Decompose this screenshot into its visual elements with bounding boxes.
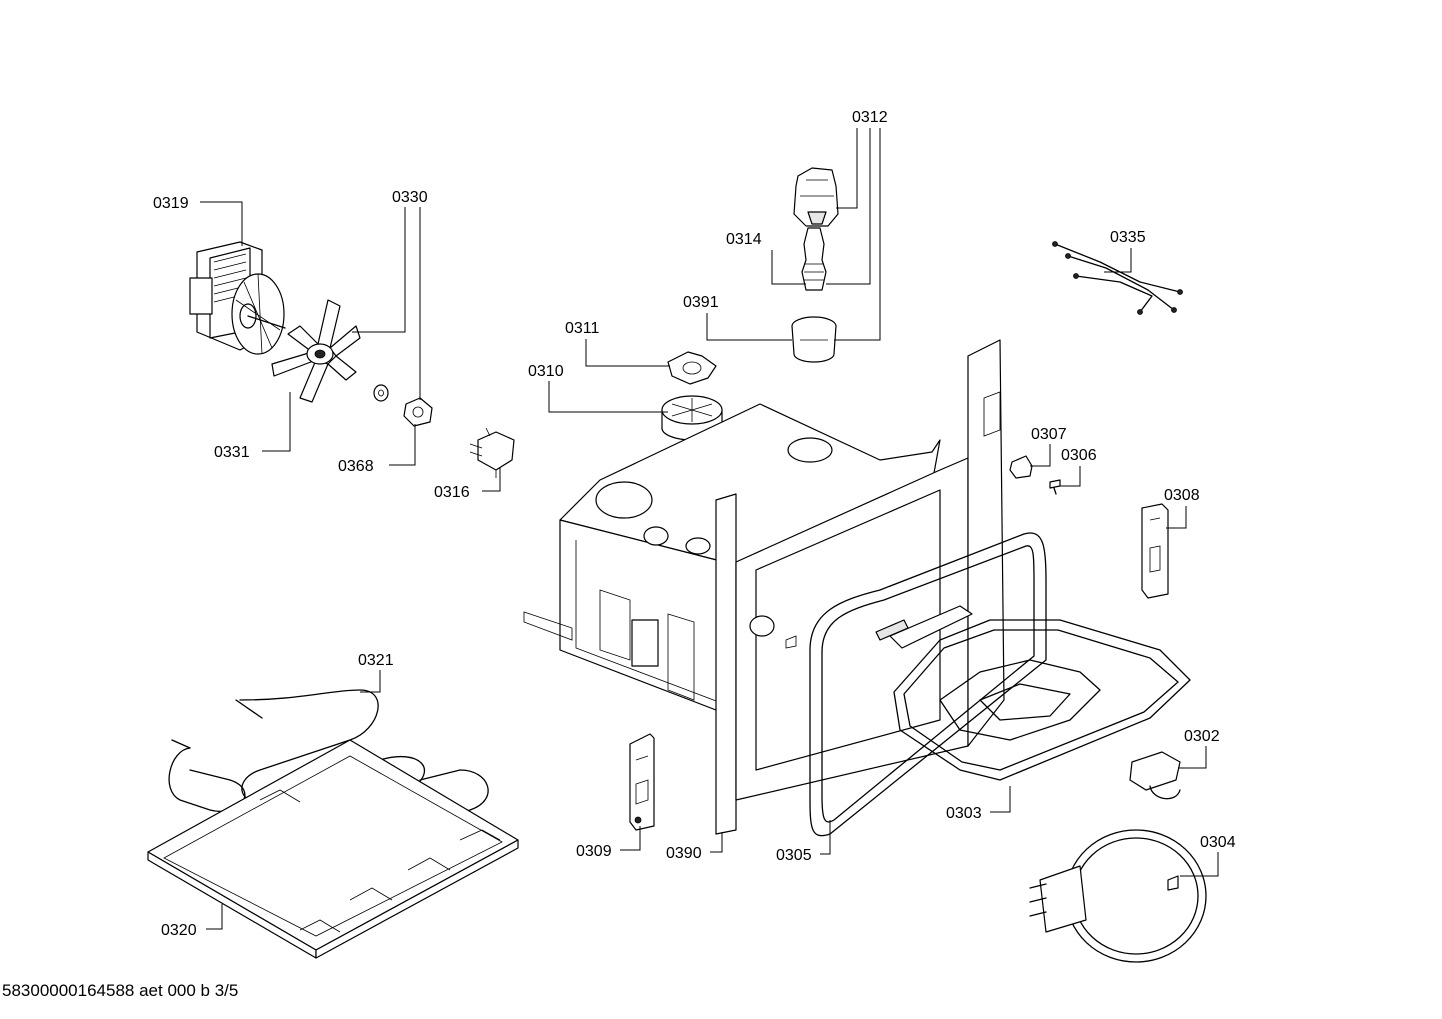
oven-cavity-drawing [523,339,1005,835]
part-label-0314: 0314 [726,231,762,248]
part-label-0321: 0321 [358,652,394,669]
part-label-0335: 0335 [1110,229,1146,246]
ring-element-drawing [1029,829,1207,963]
part-label-0305: 0305 [776,847,812,864]
part-label-0302: 0302 [1184,728,1220,745]
lamp-cover-drawing [793,167,839,227]
clip-drawing [1129,751,1181,800]
part-label-0330: 0330 [392,189,428,206]
lamp-bulb-drawing [801,227,827,291]
part-label-0310: 0310 [528,363,564,380]
part-label-0306: 0306 [1061,447,1097,464]
hinge-bracket-drawing [629,733,655,831]
part-label-0331: 0331 [214,444,250,461]
part-label-0391: 0391 [683,294,719,311]
part-label-0368: 0368 [338,458,374,475]
part-label-0316: 0316 [434,484,470,501]
knob-screw-drawing [1009,455,1061,495]
grill-element-drawing [875,605,1191,781]
lamp-bracket-drawing [667,351,717,385]
part-label-0390: 0390 [666,845,702,862]
part-label-0311: 0311 [565,320,600,337]
part-label-0309: 0309 [576,843,612,860]
fan-motor-drawing [189,241,286,355]
door-seal-drawing [809,532,1047,837]
part-label-0312: 0312 [852,109,888,126]
right-bracket-drawing [1141,503,1169,599]
bottom-tray-drawing [147,739,519,959]
document-id: 58300000164588 aet 000 b 3/5 [2,981,239,1000]
part-label-0303: 0303 [946,805,982,822]
part-label-0308: 0308 [1164,487,1200,504]
part-label-0320: 0320 [161,922,197,939]
part-label-0319: 0319 [153,195,189,212]
leader-lines [200,128,1219,930]
cable-harness-drawing [1052,241,1183,315]
thermal-cutout-drawing [469,427,515,478]
part-label-0307: 0307 [1031,426,1067,443]
lamp-glass-drawing [791,316,837,363]
washer-nut-drawing [373,384,433,427]
fan-impeller-drawing [271,299,361,403]
part-label-0304: 0304 [1200,834,1236,851]
